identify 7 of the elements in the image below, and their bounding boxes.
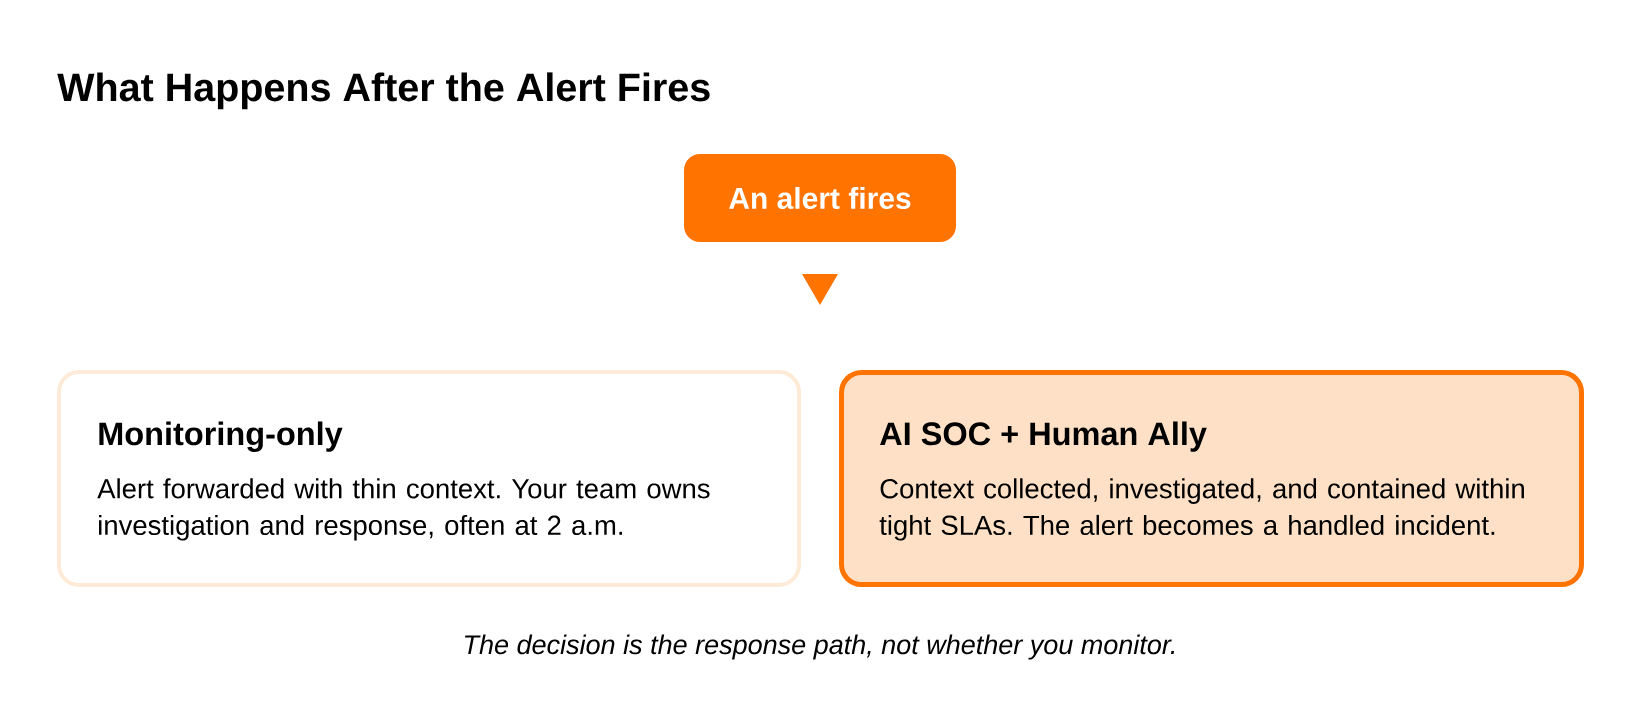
card-heading: AI SOC + Human Ally: [880, 421, 1207, 452]
caption: The decision is the response path, not whether you monitor.: [465, 634, 1175, 660]
card-text: Context collected, investigated, and contained within tight SLAs. The alert becomes a handled incident.: [879, 478, 1524, 541]
event-box: An alert fires: [684, 154, 956, 242]
card-heading: Monitoring-only: [99, 421, 343, 452]
card-text: Alert forwarded with thin context. Your team owns investigation and response, often at 2 a.m.: [97, 478, 710, 541]
title: What Happens After the Alert Fires: [57, 72, 710, 110]
